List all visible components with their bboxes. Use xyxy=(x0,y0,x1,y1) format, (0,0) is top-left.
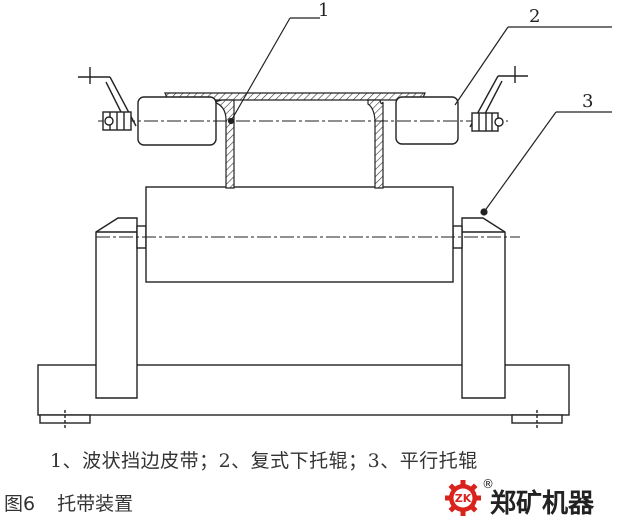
parallel-roller xyxy=(145,186,454,283)
figure-legend: 1、波状挡边皮带；2、复式下托辊；3、平行托辊 xyxy=(50,450,478,472)
brand-name: 郑矿机器 xyxy=(490,489,595,519)
callout-number-1: 1 xyxy=(318,0,329,21)
figure-number: 图6 xyxy=(4,493,36,515)
belt-idler-diagram: 1 2 3 xyxy=(37,0,612,428)
callout-1-leader xyxy=(227,17,320,125)
right-support-stand xyxy=(461,217,506,399)
figure-title: 托带装置 xyxy=(57,493,134,515)
registered-mark: ® xyxy=(482,477,494,491)
right-roller-bracket xyxy=(469,66,528,132)
brand-logo: ZK ® 郑矿机器 xyxy=(444,477,614,519)
figure-label: 图6 托带装置 xyxy=(4,489,133,516)
svg-text:ZK: ZK xyxy=(455,492,472,505)
gear-logo-icon: ZK xyxy=(445,480,481,516)
callout-2-leader xyxy=(454,26,612,106)
callout-number-3: 3 xyxy=(582,91,593,112)
left-roller-bracket xyxy=(78,67,137,131)
base-feet xyxy=(39,410,563,428)
left-support-stand xyxy=(95,217,138,399)
sidewall-belt-section xyxy=(164,92,426,189)
callout-number-2: 2 xyxy=(529,6,540,27)
callout-3-leader xyxy=(480,111,612,216)
